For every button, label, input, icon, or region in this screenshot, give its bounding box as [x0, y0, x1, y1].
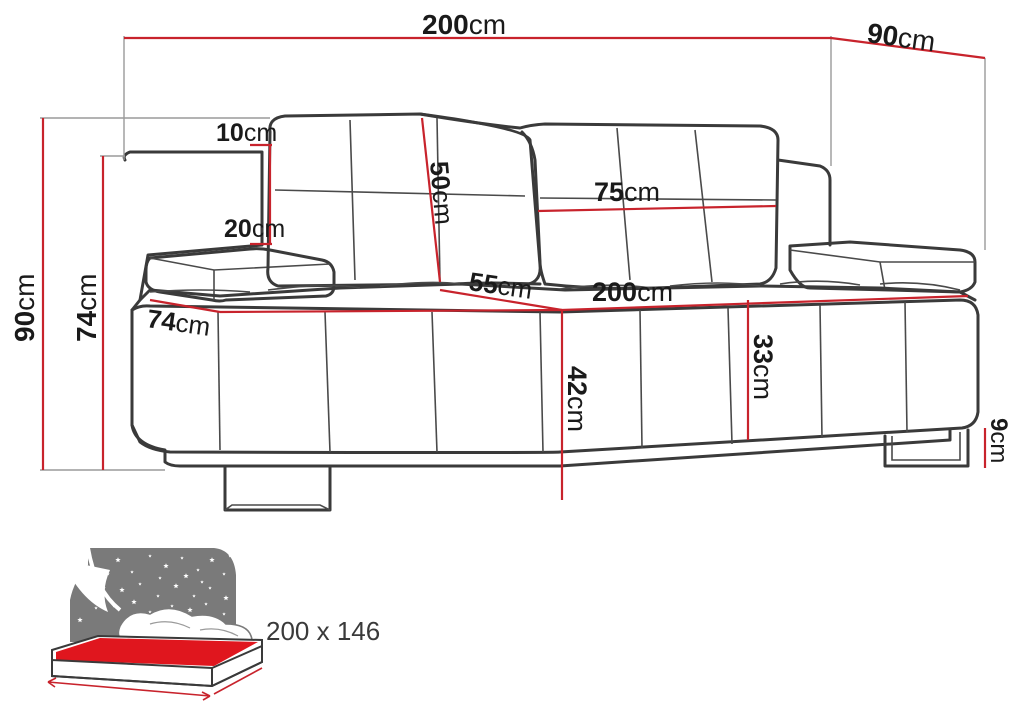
label-armrest-width: 10cm [216, 119, 277, 147]
star-icon [228, 554, 232, 558]
dim-line-top-depth [830, 36, 986, 60]
star-icon [138, 582, 142, 586]
star-icon [204, 602, 208, 606]
star-icon [222, 612, 226, 616]
star-icon [196, 568, 200, 572]
dim-line-back-height [420, 117, 442, 283]
star-icon [170, 604, 174, 608]
star-icon [131, 599, 137, 605]
label-cushion-width: 75cm [594, 177, 660, 207]
sleeping-area-label: 200 x 146 [266, 616, 380, 646]
dimension-labels: 200cm 90cm 90cm 74cm 10cm 20cm 50cm 75cm… [9, 9, 1012, 463]
star-icon [130, 570, 134, 574]
dim-line-arm-depth [149, 298, 221, 314]
star-icon [77, 554, 232, 623]
star-icon [200, 580, 204, 584]
star-icon [223, 595, 229, 601]
label-base-height: 33cm [748, 334, 778, 400]
star-icon [102, 586, 106, 590]
star-icon [94, 606, 98, 610]
label-arm-depth: 74cm [145, 303, 212, 342]
label-side-height: 74cm [71, 274, 102, 342]
dimension-lines [40, 36, 987, 500]
label-seat-height: 42cm [562, 366, 592, 432]
star-icon [119, 587, 125, 593]
label-leg-height: 9cm [985, 418, 1012, 463]
label-top-width: 200cm [422, 9, 506, 40]
star-icon [156, 594, 160, 598]
star-icon [192, 594, 196, 598]
star-icon [88, 596, 92, 600]
label-total-height: 90cm [9, 274, 40, 342]
dim-line-seat-width [561, 294, 969, 312]
star-icon [222, 572, 226, 576]
label-seat-depth: 55cm [467, 266, 534, 305]
star-icon [158, 576, 162, 580]
label-armrest-height: 20cm [224, 215, 285, 243]
star-icon [180, 556, 184, 560]
sofa-outline-icon [122, 112, 980, 512]
dim-line-seat-depth [439, 288, 563, 312]
star-icon [77, 617, 83, 623]
star-icon [163, 563, 169, 569]
sleeping-area-icon [47, 547, 263, 701]
star-icon [209, 557, 215, 563]
dim-line-cushion-width [537, 204, 777, 213]
star-icon [148, 554, 152, 558]
label-seat-width: 200cm [592, 277, 673, 307]
star-icon [112, 604, 116, 608]
star-icon [187, 607, 193, 613]
star-icon [173, 583, 179, 589]
star-icon [115, 557, 121, 563]
star-icon [208, 586, 212, 590]
label-back-height: 50cm [424, 160, 459, 226]
star-icon [106, 572, 110, 576]
star-icon [183, 573, 189, 579]
label-top-depth: 90cm [865, 17, 937, 57]
